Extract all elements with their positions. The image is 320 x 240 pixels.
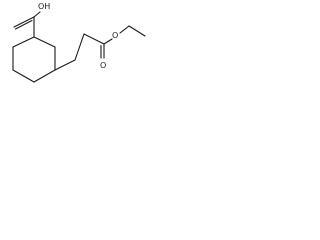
carbonyl-double-bond [13,16,35,28]
chain-bond [83,33,105,45]
carbonyl-double-bond-inner [14,19,33,30]
chain-bond [74,33,85,61]
c-oh-bond [33,11,41,18]
chemical-structure: OH O O [12,2,146,83]
o-ethyl-bond [119,25,130,34]
ester-side-chain: O O [54,25,146,71]
ester-c-o-bond [103,38,113,45]
ring-bond [33,36,56,48]
ring-bond [33,69,56,83]
cyclohexane-ring [12,36,56,83]
hydroxyl-label: OH [38,2,50,11]
ester-ether-oxygen-label: O [112,31,118,40]
ester-carbonyl-oxygen-label: O [100,61,106,70]
carboxylic-acid-group: OH [13,2,50,38]
ring-to-chain-bond [54,59,76,71]
ring-bond [12,69,35,83]
ethyl-bond [128,25,146,37]
ring-bond [12,36,35,48]
